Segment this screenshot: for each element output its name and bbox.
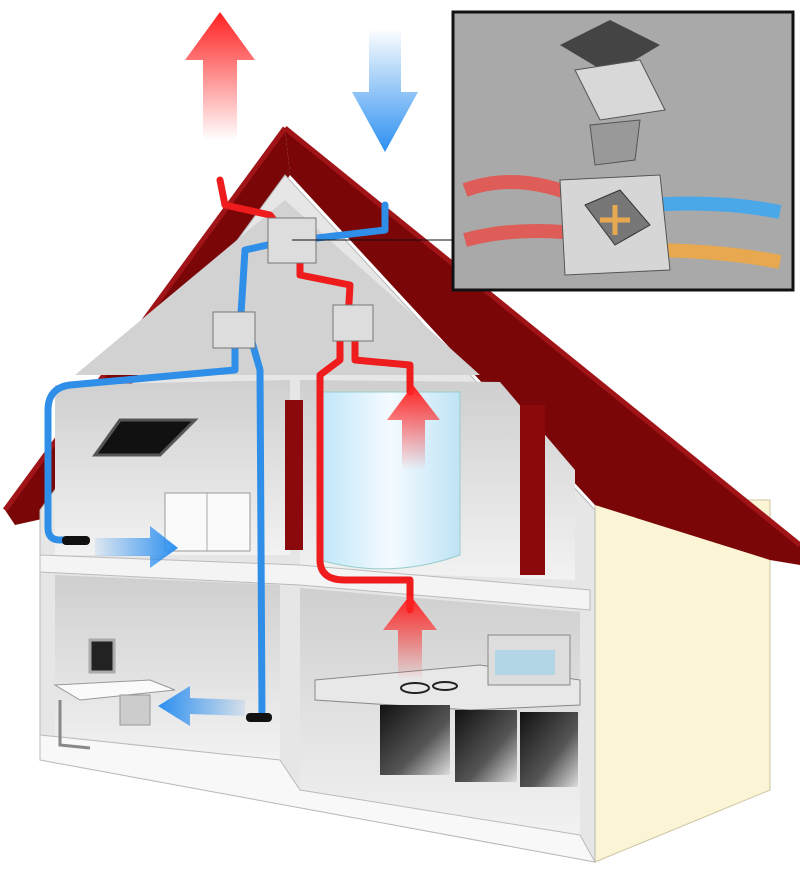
intake-arrow-icon [352, 28, 418, 152]
extract-arrow-kitchen-icon [383, 595, 437, 680]
roof-window [92, 418, 199, 457]
supply-vent-upper [62, 536, 90, 545]
distribution-box-supply [212, 311, 256, 349]
kitchen [314, 634, 581, 787]
supply-vent-lower [246, 713, 272, 722]
side-wall [594, 499, 771, 863]
distribution-box-extract [332, 304, 374, 342]
heat-exchanger-inset [451, 10, 795, 292]
extract-arrow-bathroom-icon [387, 385, 440, 470]
desk-with-computer [53, 638, 176, 750]
supply-arrow-upper-icon [95, 526, 178, 568]
exhaust-arrow-icon [185, 12, 255, 140]
supply-arrow-lower-icon [158, 686, 245, 726]
cabinet [164, 492, 251, 552]
